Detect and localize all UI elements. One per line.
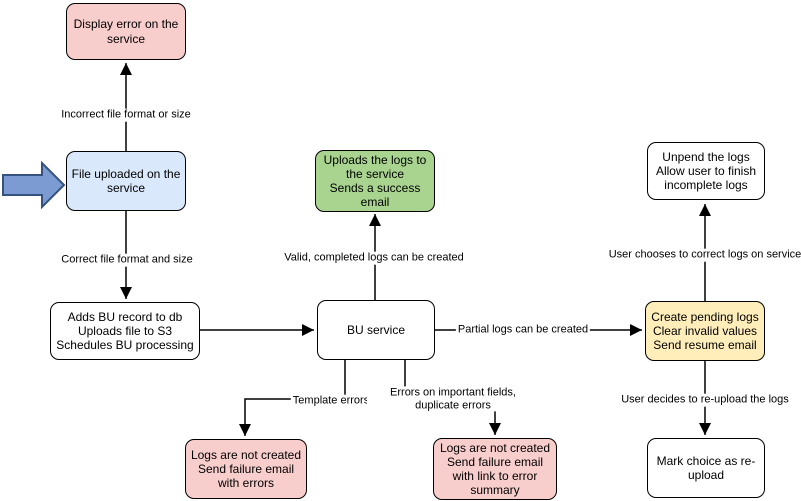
edge-label-partial-logs: Partial logs can be created [455,323,591,337]
node-logs-not-created-template: Logs are not created Send failure email … [185,439,307,499]
node-unpend-logs-line1: Unpend the logs [662,149,750,164]
node-adds-bu-record-line1: Adds BU record to db [67,309,183,324]
input-block-arrow-icon [2,160,66,210]
node-adds-bu-record: Adds BU record to db Uploads file to S3 … [50,302,200,360]
node-adds-bu-record-line3: Schedules BU processing [56,338,194,353]
node-create-pending-line2: Clear invalid values [652,323,758,338]
node-unpend-logs-line2: Allow user to finish incomplete logs [655,163,757,193]
edge-label-user-chooses: User chooses to correct logs on service [606,248,801,262]
edge-label-user-decides: User decides to re-upload the logs [619,393,791,407]
node-unpend-logs: Unpend the logs Allow user to finish inc… [647,142,765,200]
node-mark-choice: Mark choice as re-upload [647,438,765,498]
node-file-uploaded: File uploaded on the service [66,151,186,211]
edge-label-incorrect-format: Incorrect file format or size [59,108,193,122]
node-logs-not-created-template-line1: Logs are not created [190,447,302,462]
node-display-error: Display error on the service [66,3,186,60]
node-create-pending-line1: Create pending logs [651,309,759,324]
node-file-uploaded-label: File uploaded on the service [71,166,181,195]
node-uploads-logs: Uploads the logs to the service Sends a … [315,150,435,212]
edge-label-template-errors: Template errors [290,394,372,408]
edge-label-important-errors: Errors on important fields, duplicate er… [367,386,539,412]
node-logs-not-created-fields: Logs are not created Send failure email … [433,438,557,500]
node-adds-bu-record-line2: Uploads file to S3 [77,323,173,338]
node-display-error-label: Display error on the service [73,17,179,46]
node-bu-service-label: BU service [346,322,405,337]
node-uploads-logs-line2: Sends a success email [329,181,421,210]
node-bu-service: BU service [317,300,435,360]
node-logs-not-created-template-line2: Send failure email with errors [197,461,295,491]
node-create-pending: Create pending logs Clear invalid values… [645,301,765,361]
edge-label-correct-format: Correct file format and size [59,253,195,267]
node-uploads-logs-line1: Uploads the logs to the service [323,152,427,181]
node-mark-choice-label: Mark choice as re-upload [656,453,756,482]
node-logs-not-created-fields-line1: Logs are not created [439,440,551,455]
edge-label-valid-logs: Valid, completed logs can be created [282,251,466,265]
node-create-pending-line3: Send resume email [653,338,757,353]
node-logs-not-created-fields-line2: Send failure email with link to error su… [446,454,544,498]
